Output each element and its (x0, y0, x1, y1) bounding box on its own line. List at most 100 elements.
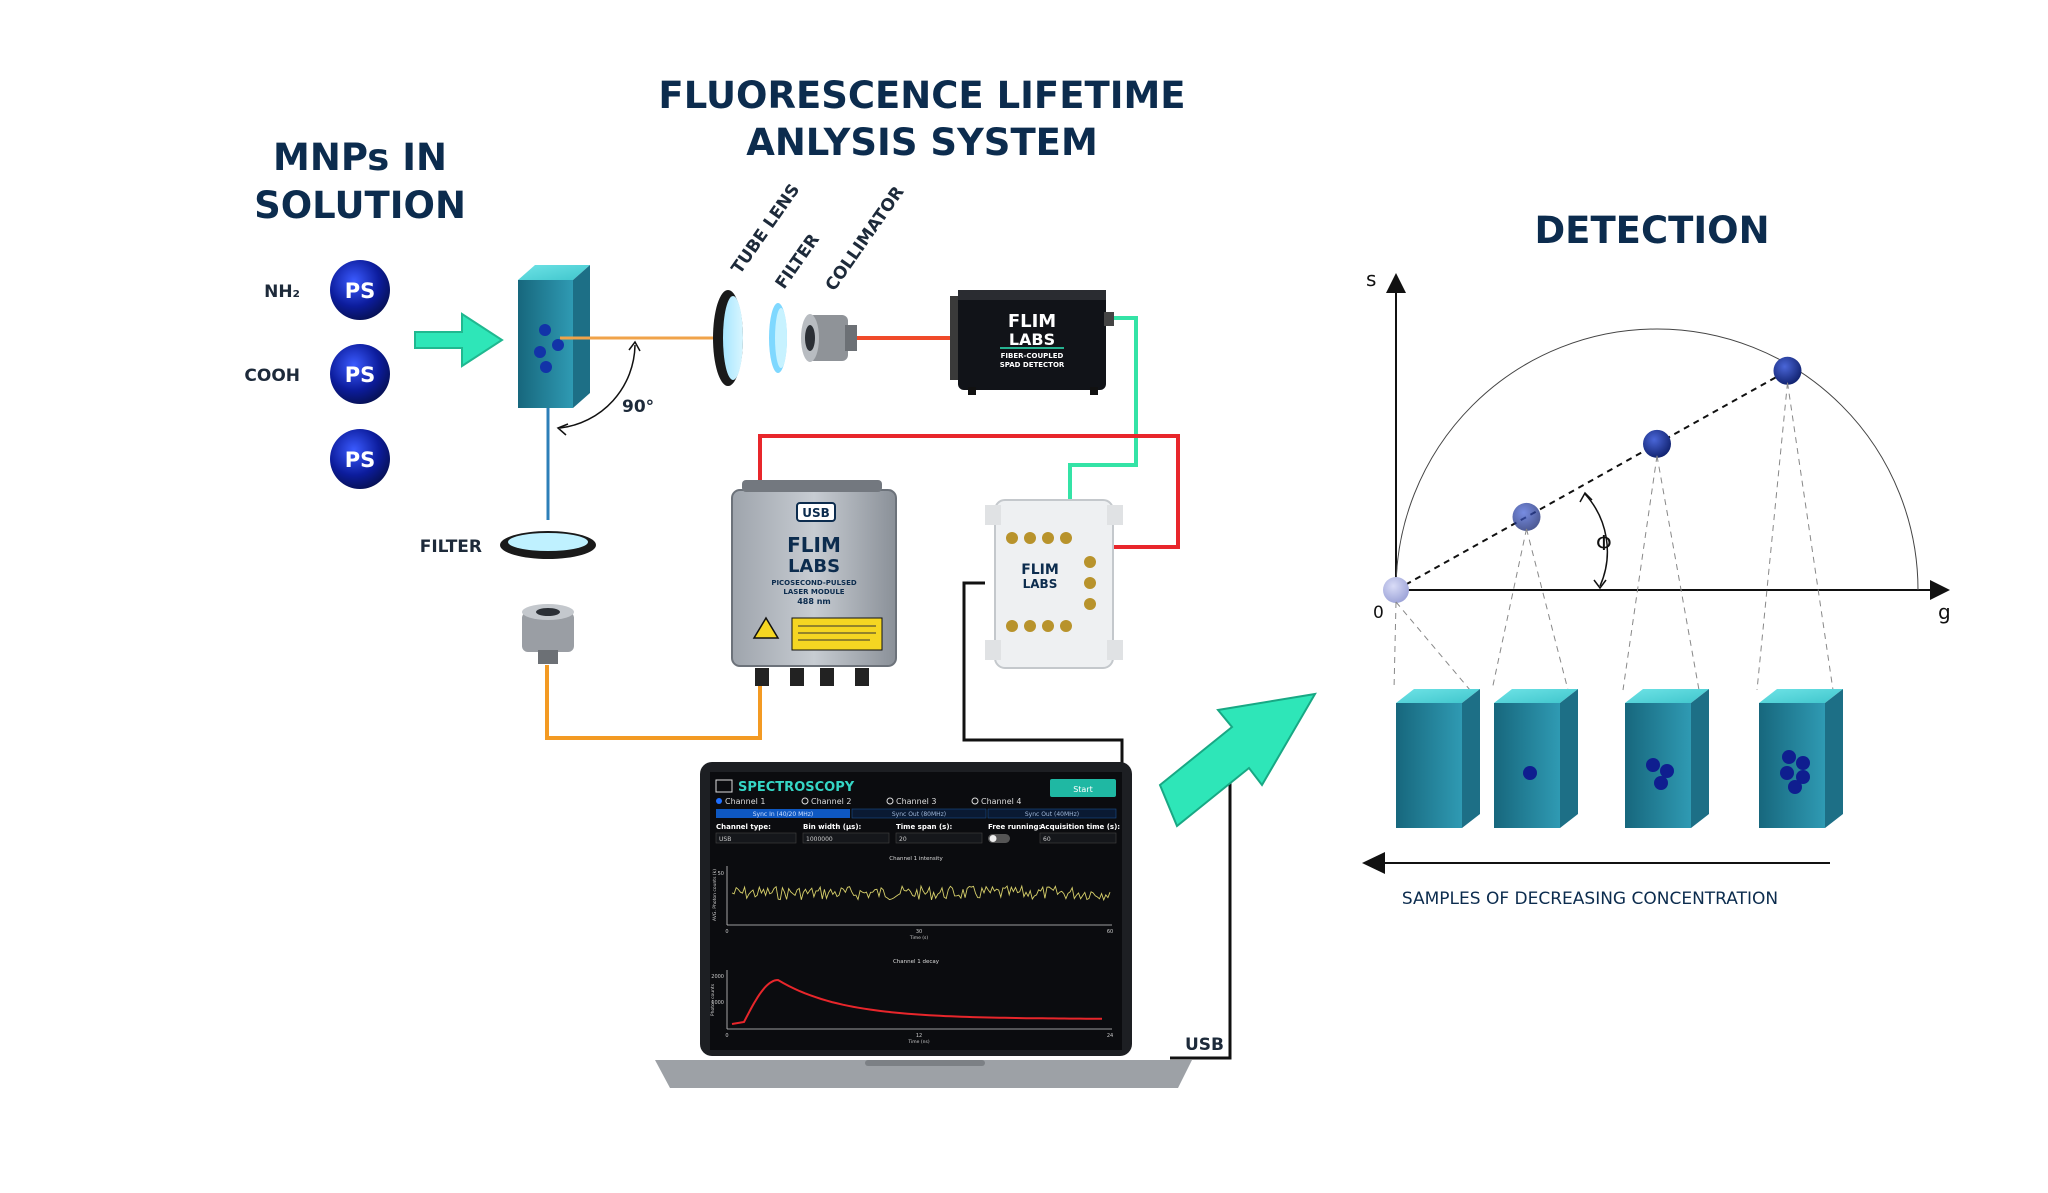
bin-width-value: 1000000 (806, 836, 833, 843)
sync-out-80-label[interactable]: Sync Out (80MHz) (892, 811, 946, 818)
detector-logo-bottom: LABS (1009, 330, 1055, 349)
left-title-line2: SOLUTION (254, 184, 466, 227)
field-label-acquisition: Acquisition time (s): (1040, 823, 1120, 831)
fiber-green (1068, 316, 1138, 545)
angle-arc (559, 344, 636, 429)
ps-particle-icon (330, 429, 390, 489)
particle-group-label: COOH (244, 366, 300, 386)
angle-label: 90° (622, 397, 654, 417)
acquisition-time-input[interactable] (1039, 832, 1117, 844)
sync-in-tab[interactable] (716, 809, 850, 818)
channel-selector[interactable]: Channel 1 Channel 2 Channel 3 Channel 4 (716, 797, 1021, 806)
sample-cuvette (1494, 689, 1578, 828)
time-span-input[interactable] (895, 832, 983, 844)
intensity-xtick-0: 0 (725, 929, 728, 935)
start-button[interactable] (1050, 779, 1116, 797)
nanoparticle-dot (1796, 756, 1810, 770)
intensity-xtick-2: 60 (1107, 929, 1113, 935)
field-label-bin-width: Bin width (µs): (803, 823, 862, 831)
projection-line (1622, 455, 1658, 691)
fiber-red (758, 434, 1180, 549)
decay-trace (731, 978, 1102, 1025)
app-title: SPECTROSCOPY (738, 780, 855, 795)
decay-plot-title: Channel 1 decay (893, 959, 940, 965)
usb-cable (962, 581, 1124, 790)
projection-line (1393, 601, 1397, 691)
decay-xtick-1: 12 (916, 1033, 922, 1039)
nanoparticle-dot (1654, 776, 1668, 790)
usb-badge (796, 502, 836, 522)
nanoparticle-dot (1660, 764, 1674, 778)
sync-out-80-tab[interactable] (851, 808, 987, 819)
sync-out-40-tab[interactable] (987, 808, 1117, 819)
sample-cuvettes (1396, 689, 1843, 828)
decay-ytick-1: 1000 (711, 1000, 724, 1006)
bin-width-input[interactable] (802, 832, 890, 844)
settings-row: Channel type: USB Bin width (µs): 100000… (715, 823, 1120, 844)
phasor-points (1383, 356, 1802, 603)
usb-cable-laptop (1170, 768, 1232, 1060)
intensity-plot: Channel 1 intensity 50 AVG. Photon count… (712, 856, 1113, 941)
intensity-plot-title: Channel 1 intensity (889, 856, 943, 862)
origin-label: 0 (1373, 603, 1384, 623)
fiber-orange (545, 665, 762, 740)
particle-group-label: NH₂ (264, 282, 300, 302)
projection-lines (1393, 382, 1834, 691)
spad-detector: FLIM LABS FIBER-COUPLED SPAD DETECTOR (950, 290, 1114, 395)
channel-2[interactable]: Channel 2 (811, 797, 851, 806)
concentration-arrowhead-icon (1362, 852, 1385, 874)
start-button-label[interactable]: Start (1073, 785, 1093, 794)
particle-nh2: NH₂ PS (264, 260, 390, 320)
field-label-time-span: Time span (s): (896, 823, 953, 831)
sample-cuvette (1625, 689, 1709, 828)
collimator-left (522, 604, 574, 664)
s-axis-label: s (1366, 267, 1376, 291)
intensity-xlabel: Time (s) (909, 935, 929, 941)
particle-core-label: PS (345, 363, 376, 387)
particle-list: NH₂ PS COOH PS PS (244, 260, 390, 489)
sample-cuvette (1759, 689, 1843, 828)
particle-core-label: PS (345, 448, 376, 472)
ps-particle-icon (330, 260, 390, 320)
laser-module: USB FLIM LABS PICOSECOND-PULSED LASER MO… (731, 480, 897, 686)
channel-4[interactable]: Channel 4 (981, 797, 1021, 806)
intensity-xtick-1: 30 (916, 929, 922, 935)
projection-line (1756, 382, 1788, 691)
main-title-line1: FLUORESCENCE LIFETIME (658, 74, 1185, 117)
phi-arc (1584, 493, 1609, 587)
detection-title: DETECTION (1534, 209, 1769, 252)
decay-xlabel: Time (ns) (907, 1039, 929, 1045)
laser-logo-top: FLIM (787, 533, 841, 557)
decay-xtick-0: 0 (725, 1033, 728, 1039)
sync-in-label[interactable]: Sync In (40/20 MHz) (753, 811, 814, 818)
detector-logo-top: FLIM (1008, 311, 1056, 332)
channel-1[interactable]: Channel 1 (725, 797, 765, 806)
intensity-ylabel: AVG. Photon counts (k) (712, 869, 718, 921)
g-axis-label: g (1938, 600, 1951, 624)
decay-plot: Channel 1 decay 2000 1000 Photon counts … (710, 959, 1113, 1045)
collimator (801, 314, 857, 362)
phasor-trend-line (1395, 369, 1788, 591)
nanoparticle-dot (1646, 758, 1660, 772)
nanoparticle-dot (1788, 780, 1802, 794)
intensity-ymax: 50 (718, 871, 724, 877)
channel-3[interactable]: Channel 3 (896, 797, 936, 806)
field-label-free-running: Free running: (988, 823, 1042, 831)
sync-out-40-label[interactable]: Sync Out (40MHz) (1025, 811, 1079, 818)
big-green-arrow-icon (1158, 692, 1317, 828)
nanoparticle-dot (1782, 750, 1796, 764)
universal-semicircle (1395, 328, 1919, 591)
nanoparticle-dot (1523, 766, 1537, 780)
green-arrow-icon (414, 312, 504, 368)
laser-warning-label (791, 617, 883, 651)
nanoparticle-dot (1780, 766, 1794, 780)
laser-warning-icon (752, 616, 780, 639)
tube-lens (713, 290, 743, 386)
filter-top-label: FILTER (772, 230, 824, 292)
laptop: SPECTROSCOPY Start Channel 1 Channel 2 C… (655, 762, 1192, 1088)
projection-line (1526, 528, 1569, 691)
daq-logo-top: FLIM (1021, 562, 1059, 578)
acquisition-time-value: 60 (1043, 836, 1051, 843)
channel-type-select[interactable] (715, 832, 797, 844)
